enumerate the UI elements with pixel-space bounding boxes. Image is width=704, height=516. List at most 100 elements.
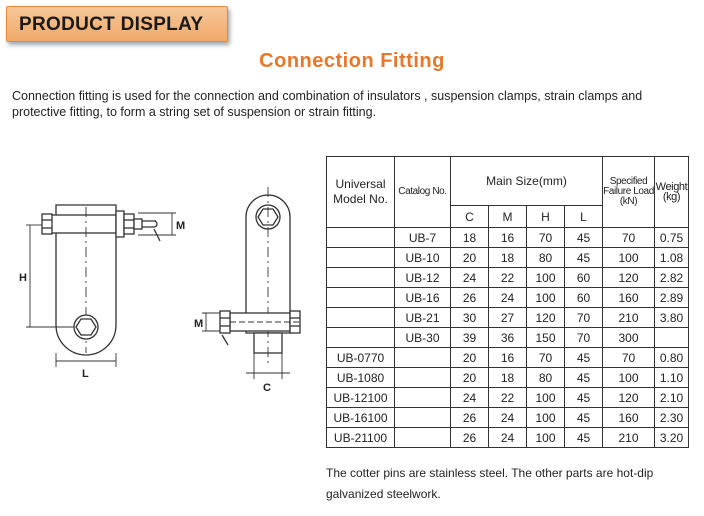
table-cell-model [326,307,395,328]
table-cell-m: 24 [488,427,527,448]
table-cell-m: 16 [488,227,527,248]
table-cell-model: UB-1080 [326,367,395,388]
table-cell-load: 120 [602,387,655,408]
table-cell-catalog: UB-7 [394,227,451,248]
table-cell-c: 24 [450,267,489,288]
table-cell-catalog: UB-12 [394,267,451,288]
header-weight: Weight (kg) [654,156,689,228]
table-cell-h: 80 [526,367,565,388]
table-cell-m: 18 [488,367,527,388]
table-cell-model: UB-16100 [326,407,395,428]
table-cell-load: 100 [602,247,655,268]
table-cell-h: 80 [526,247,565,268]
table-cell-l: 70 [564,307,603,328]
table-cell-weight: 2.30 [654,407,689,428]
table-cell-h: 100 [526,407,565,428]
table-cell-h: 100 [526,287,565,308]
table-cell-weight: 0.75 [654,227,689,248]
table-cell-weight: 0.80 [654,347,689,368]
table-cell-weight: 2.82 [654,267,689,288]
table-cell-load: 100 [602,367,655,388]
table-cell-l: 60 [564,287,603,308]
table-cell-model: UB-12100 [326,387,395,408]
table-cell-l: 45 [564,347,603,368]
table-cell-h: 120 [526,307,565,328]
label-l: L [82,368,89,380]
table-cell-h: 100 [526,427,565,448]
table-cell-l: 45 [564,247,603,268]
header-failure-load: Specified Failure Load (kN) [602,156,655,228]
table-cell-c: 30 [450,307,489,328]
header-universal-model: Universal Model No. [326,156,395,228]
table-cell-weight: 2.10 [654,387,689,408]
table-cell-load: 120 [602,267,655,288]
label-m-side: M [194,318,203,330]
header-catalog-no: Catalog No. [394,156,451,228]
table-cell-c: 26 [450,287,489,308]
page-title: Connection Fitting [259,50,445,72]
description-text: Connection fitting is used for the conne… [12,89,643,119]
table-cell-l: 45 [564,387,603,408]
table-cell-load: 160 [602,287,655,308]
table-cell-c: 20 [450,367,489,388]
table-cell-h: 100 [526,387,565,408]
table-cell-weight: 3.20 [654,427,689,448]
table-cell-l: 45 [564,407,603,428]
table-cell-weight: 2.89 [654,287,689,308]
table-cell-c: 18 [450,227,489,248]
table-cell-catalog [394,347,451,368]
table-cell-m: 18 [488,247,527,268]
table-cell-c: 24 [450,387,489,408]
table-cell-m: 22 [488,387,527,408]
table-cell-c: 26 [450,427,489,448]
table-cell-catalog [394,387,451,408]
table-cell-model [326,267,395,288]
table-cell-load: 70 [602,227,655,248]
side-view-drawing [202,187,301,379]
table-cell-catalog: UB-21 [394,307,451,328]
table-cell-c: 20 [450,347,489,368]
technical-drawing: H L M M C [19,187,301,394]
table-cell-h: 70 [526,347,565,368]
table-cell-weight: 1.08 [654,247,689,268]
table-cell-catalog: UB-16 [394,287,451,308]
table-cell-m: 22 [488,267,527,288]
table-cell-m: 16 [488,347,527,368]
label-c: C [263,382,271,394]
table-cell-l: 45 [564,367,603,388]
table-cell-model: UB-21100 [326,427,395,448]
table-cell-m: 24 [488,407,527,428]
table-cell-model [326,287,395,308]
table-cell-m: 27 [488,307,527,328]
table-cell-h: 70 [526,227,565,248]
header-h: H [526,205,565,228]
table-cell-m: 36 [488,327,527,348]
spec-table: Universal Model No. Catalog No. Main Siz… [326,156,689,448]
table-cell-l: 45 [564,227,603,248]
table-cell-weight: 3.80 [654,307,689,328]
table-cell-weight [654,327,689,348]
table-cell-load: 210 [602,307,655,328]
product-display-banner: PRODUCT DISPLAY [6,6,228,42]
table-cell-c: 26 [450,407,489,428]
front-view-drawing [26,204,176,367]
header-l: L [564,205,603,228]
table-cell-load: 70 [602,347,655,368]
footnote: The cotter pins are stainless steel. The… [326,466,654,501]
table-cell-load: 210 [602,427,655,448]
table-cell-l: 70 [564,327,603,348]
table-cell-c: 20 [450,247,489,268]
label-h: H [19,272,27,284]
table-cell-h: 150 [526,327,565,348]
